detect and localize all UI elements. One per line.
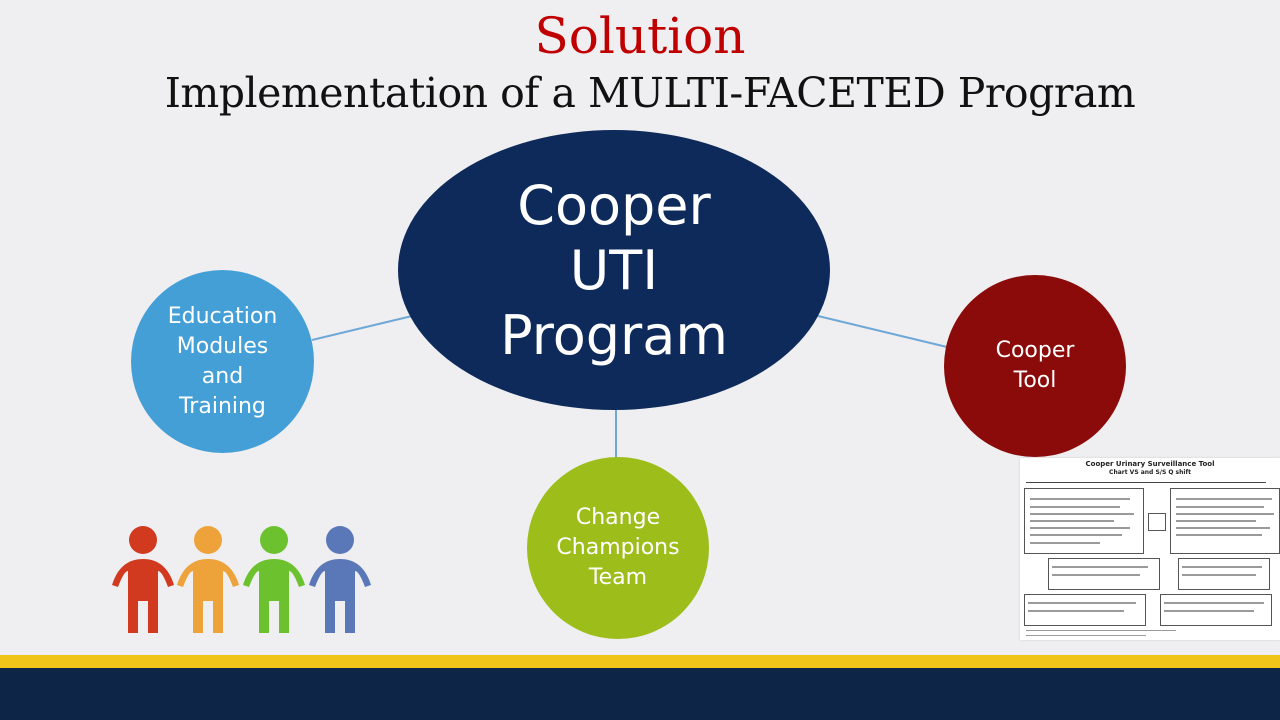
change-node-label: Change Champions Team xyxy=(556,505,680,590)
person-red-icon xyxy=(112,526,174,633)
connector-tool xyxy=(817,315,948,348)
people-figures-icon xyxy=(112,526,371,633)
connector-education xyxy=(311,315,413,341)
education-node-label: Education Modules and Training xyxy=(167,303,278,419)
footer-yellow-band xyxy=(0,655,1280,668)
footer-navy-band xyxy=(0,668,1280,720)
slide-subtitle: Implementation of a MULTI-FACETED Progra… xyxy=(164,69,1136,117)
document-subtitle: Chart VS and S/S Q shift xyxy=(1109,469,1191,476)
cooper-tool-document-image: Cooper Urinary Surveillance Tool Chart V… xyxy=(1020,458,1280,640)
person-blue-icon xyxy=(309,526,371,633)
center-node-cooper-uti-program: Cooper UTI Program xyxy=(398,130,830,410)
document-title: Cooper Urinary Surveillance Tool xyxy=(1085,460,1215,468)
tool-node-label: Cooper Tool xyxy=(995,338,1075,393)
slide-title: Solution xyxy=(534,7,746,65)
person-green-icon xyxy=(243,526,305,633)
center-node-label: Cooper UTI Program xyxy=(500,173,728,367)
node-cooper-tool: Cooper Tool xyxy=(944,275,1126,457)
person-orange-icon xyxy=(177,526,239,633)
node-education-modules: Education Modules and Training xyxy=(131,270,314,453)
node-change-champions: Change Champions Team xyxy=(527,457,709,639)
